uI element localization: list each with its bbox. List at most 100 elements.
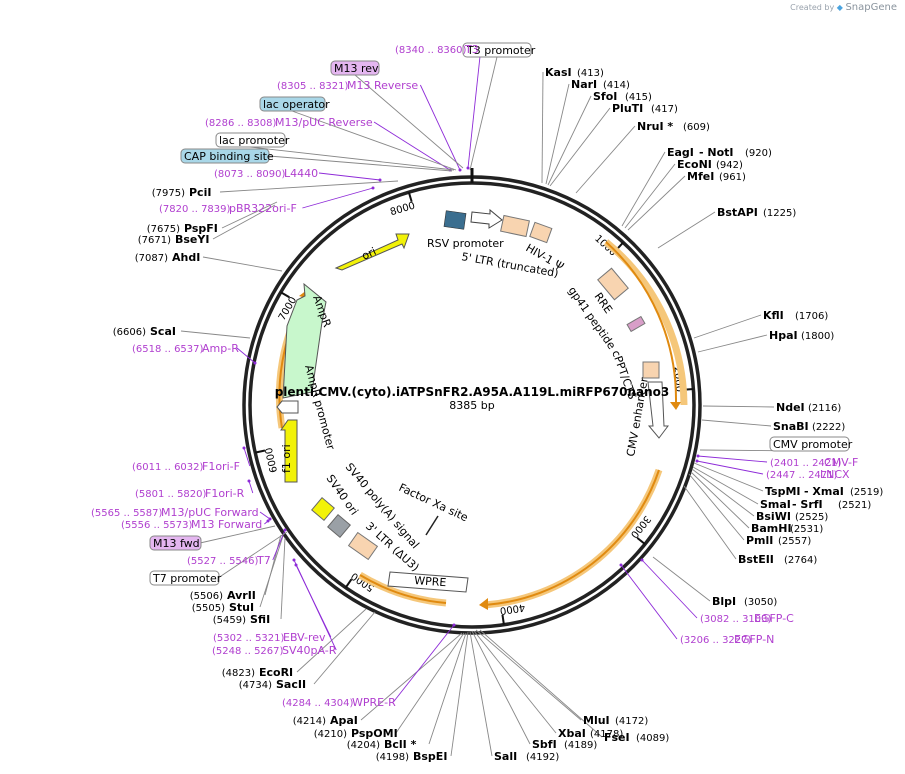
primer-bind-site [619,563,623,567]
enzyme-position: (414) [603,80,630,91]
enzyme-position: (2116) [808,403,841,414]
leader-line [657,211,716,249]
primer-bind-site [247,479,251,483]
enzyme-position: (6606) [113,327,146,338]
enzyme-position: (3050) [744,597,777,608]
enzyme-mfei: MfeI(961) [687,170,746,183]
enzyme-sfii: (5459)SfiI [213,613,270,626]
ori-label: ori [360,245,378,263]
enzyme-fsei: FseI(4089) [604,731,669,744]
feature-box-lac-promoter: lac promoter [215,132,290,148]
enzyme-snabi: SnaBI(2222) [773,420,845,433]
enzyme-position: (7087) [135,253,168,264]
enzyme-ecori: (4823)EcoRI [222,666,293,679]
leader-line [360,632,463,721]
enzyme-extra: - NotI [699,146,734,159]
primer-range: (4284 .. 4304) [282,698,354,709]
enzyme-name: ScaI [150,325,176,338]
scale-tick [254,449,266,454]
enzyme-position: (4178) [590,729,623,740]
enzyme-position: (2222) [812,422,845,433]
enzyme-position: (7671) [138,235,171,246]
leader-line [212,204,276,240]
primer-range: (8286 .. 8308) [205,118,277,129]
rsv-promoter-arrow [470,208,503,229]
primer-wpre-r: (4284 .. 4304)WPRE-R [282,696,396,709]
feature-box-lac-operator: lac operator [259,96,330,112]
leader-line [702,405,775,408]
primer-bind-site [695,459,699,463]
enzyme-position: (4204) [347,740,380,751]
leader-line [248,480,254,494]
leader-line [549,107,611,187]
enzyme-ndei: NdeI(2116) [776,401,841,414]
enzyme-sacii: (4734)SacII [239,678,306,691]
primer-range: (3206 .. 3227) [680,635,752,646]
enzyme-apai: (4214)ApaI [293,714,358,727]
enzyme-position: (609) [683,122,710,133]
enzyme-name: EcoRI [259,666,293,679]
leader-line [479,629,603,738]
primer-m13-puc-forward: (5565 .. 5587)M13/pUC Forward [91,506,259,519]
leader-line [202,256,283,272]
enzyme-name: BstAPI [717,206,758,219]
leader-line [469,631,493,757]
primer-bind-site [640,558,644,562]
plasmid-size: 8385 bp [449,399,494,412]
rre-block [597,267,629,301]
enzyme-name: PmlI [746,534,773,547]
enzyme-position: (7975) [152,188,185,199]
f1-ori-label: f1 ori [280,444,293,473]
leader-line [302,187,374,209]
primer-name: Amp-R [202,342,239,355]
enzyme-name: BspEI [413,750,447,763]
primer-bind-site [378,178,382,182]
sv40-polya-block [311,497,335,521]
orf-arrowhead-2 [479,598,488,610]
enzyme-name: SnaBI [773,420,809,433]
leader-line [547,95,592,186]
enzyme-name: KflI [763,309,784,322]
primer-name: M13 Reverse [347,79,418,92]
cmv-promoter-text: CMV promoter [773,438,853,451]
enzyme-position: (415) [625,92,652,103]
primer-range: (6011 .. 6032) [132,462,204,473]
enzyme-position: (4172) [615,716,648,727]
leader-line [313,611,376,685]
enzyme-pspomi: (4210)PspOMI [314,727,398,740]
enzyme-extra: - SrfI [792,498,823,511]
rsv-promoter-label: RSV promoter [427,237,504,250]
enzyme-sali: SalI(4192) [494,750,559,763]
ampr-promoter-label: AmpR promoter [302,363,337,451]
primer-name: F1ori-R [205,487,245,500]
leader-line [697,334,768,353]
plasmid-name: plenti.CMV.(cyto).iATPSnFR2.A95A.A119L.m… [275,385,670,399]
primer-t3: (8340 .. 8360)T3 [395,43,479,56]
enzyme-position: (2521) [838,500,871,511]
enzyme-scai: (6606) ScaI [113,325,176,338]
primer-sv40pa-r: (5248 .. 5267)SV40pA-R [212,644,337,657]
primer-bind-site [253,361,257,365]
enzyme-blpi: BlpI(3050) [712,595,777,608]
primer-name: M13 Forward [191,518,262,531]
leader-line [641,559,698,619]
feature-leader-line [291,110,457,171]
feature-box-cap-binding-site: CAP binding site [180,148,274,164]
primer-cmv-f: (2401 .. 2421)CMV-F [770,456,858,469]
scale-tick-label: 8000 [389,201,417,219]
enzyme-bsiwi: BsiWI(2525) [756,510,828,523]
leader-line [701,419,772,427]
leader-line [236,347,256,364]
orf-arrowhead-1 [670,402,681,410]
primer-bind-site [458,168,462,172]
primer-m13-forward: (5556 .. 5573)M13 Forward [121,518,262,531]
site-labels: KasI(413)NarI(414)SfoI(415)PluTI(417)Nru… [91,43,883,763]
enzyme-bcli: (4204)BclI * [347,738,417,751]
primer-range: (5801 .. 5820) [135,489,207,500]
rsv-promoter-block [443,210,467,230]
primer-bind-site [292,558,296,562]
primer-range: (6518 .. 6537) [132,344,204,355]
enzyme-position: (2519) [850,487,883,498]
primer-range: (5556 .. 5573) [121,520,193,531]
enzyme-nrui: NruI *(609) [637,120,710,133]
